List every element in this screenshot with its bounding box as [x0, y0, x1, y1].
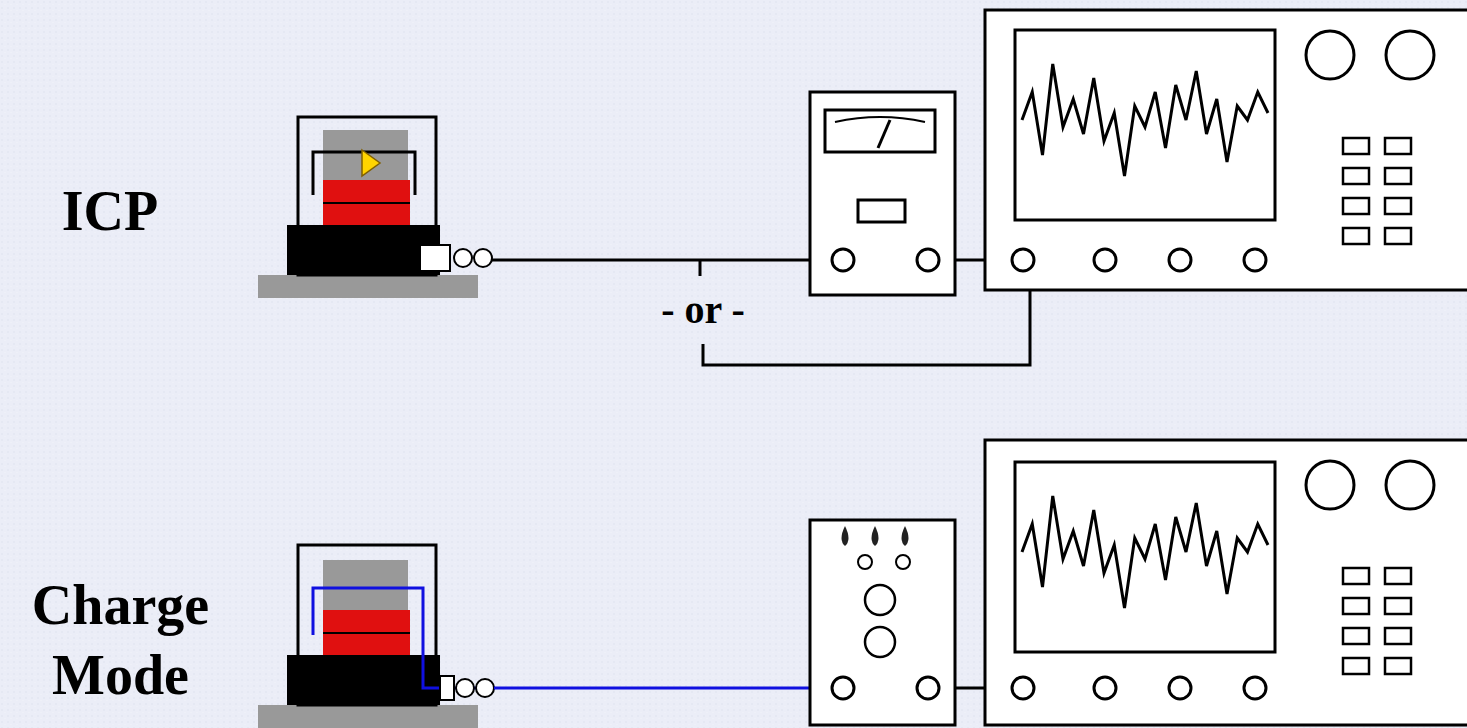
mode-label: ICP: [45, 178, 175, 244]
mode-label: Charge Mode: [8, 570, 233, 710]
label-slot: Charge Mode: [8, 570, 233, 710]
alternative-label: - or -: [640, 282, 766, 338]
charge-amplifier: [810, 520, 955, 725]
charge-sensor: [258, 545, 495, 728]
oscilloscope: [985, 440, 1467, 725]
charge-cable: [494, 687, 831, 690]
signal-conditioner: [810, 92, 955, 295]
oscilloscope: [985, 10, 1467, 290]
label-slot: - or -: [640, 282, 766, 338]
label-slot: ICP: [45, 178, 175, 244]
icp-sensor: [258, 117, 492, 298]
